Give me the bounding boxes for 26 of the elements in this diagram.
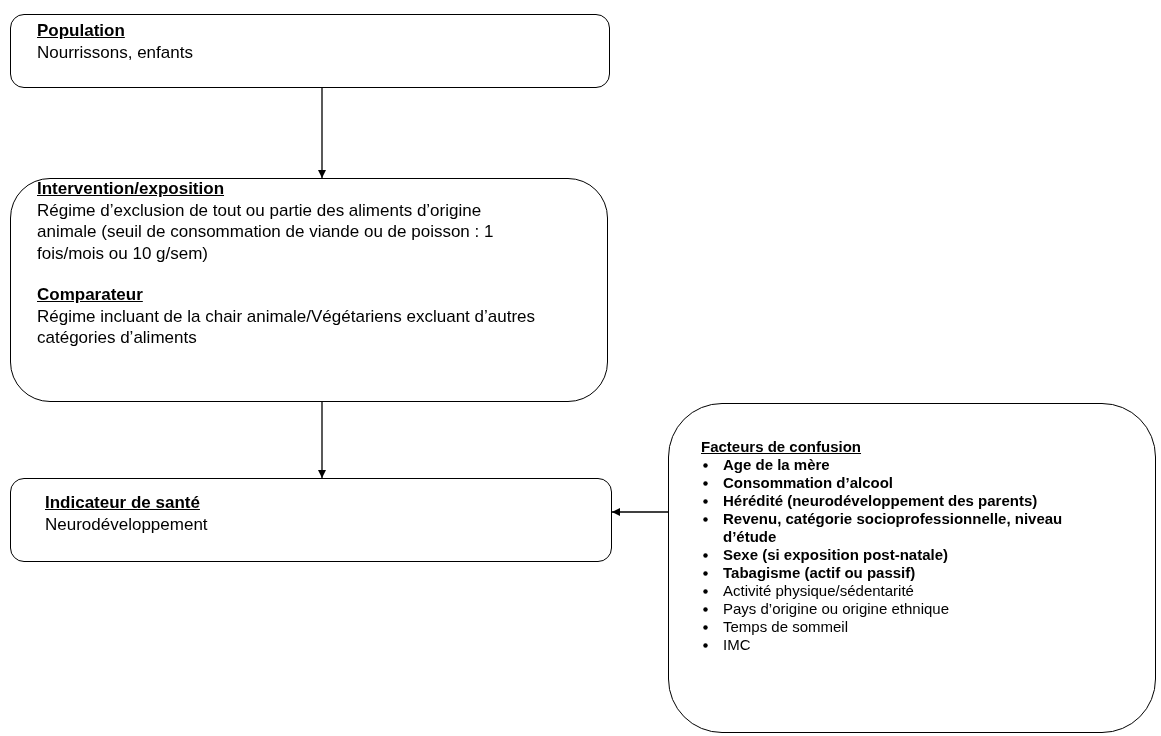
arrow xyxy=(318,401,326,479)
bullet-item: Revenu, catégorie socioprofessionnelle, niveau d’étude xyxy=(723,510,1063,546)
body-text: Neurodéveloppement xyxy=(45,513,209,536)
bullet-item: Sexe (si exposition post-natale) xyxy=(723,546,949,564)
bullet-item: Consommation d’alcool xyxy=(723,474,893,492)
heading: Facteurs de confusion xyxy=(701,438,862,457)
arrow xyxy=(318,87,326,179)
bullet-item: Age de la mère xyxy=(723,456,830,474)
bullet-item: Tabagisme (actif ou passif) xyxy=(723,564,916,582)
body-text: Régime incluant de la chair animale/Végétariens excluant d’autres catégories d’aliments xyxy=(37,305,536,350)
rounded-box xyxy=(10,178,608,402)
rounded-box xyxy=(10,478,612,562)
body-text: Régime d’exclusion de tout ou partie des aliments d’origine animale (seuil de consommation de viande ou de poisson : 1 fois/mois ou 10 g/sem) xyxy=(37,199,495,265)
body-text: Nourrissons, enfants xyxy=(37,41,194,64)
heading: Population xyxy=(37,21,125,42)
heading: Intervention/exposition xyxy=(37,179,225,200)
arrow xyxy=(611,508,669,516)
heading: Comparateur xyxy=(37,285,143,306)
rounded-box xyxy=(10,14,610,88)
rounded-box xyxy=(668,403,1156,733)
bullet-item: Temps de sommeil xyxy=(723,618,849,636)
bullet-item: Hérédité (neurodéveloppement des parents) xyxy=(723,492,1038,510)
heading: Indicateur de santé xyxy=(45,493,200,514)
bullet-item: IMC xyxy=(723,636,751,654)
bullet-item: Pays d’origine ou origine ethnique xyxy=(723,600,949,618)
bullet-item: Activité physique/sédentarité xyxy=(723,582,914,600)
